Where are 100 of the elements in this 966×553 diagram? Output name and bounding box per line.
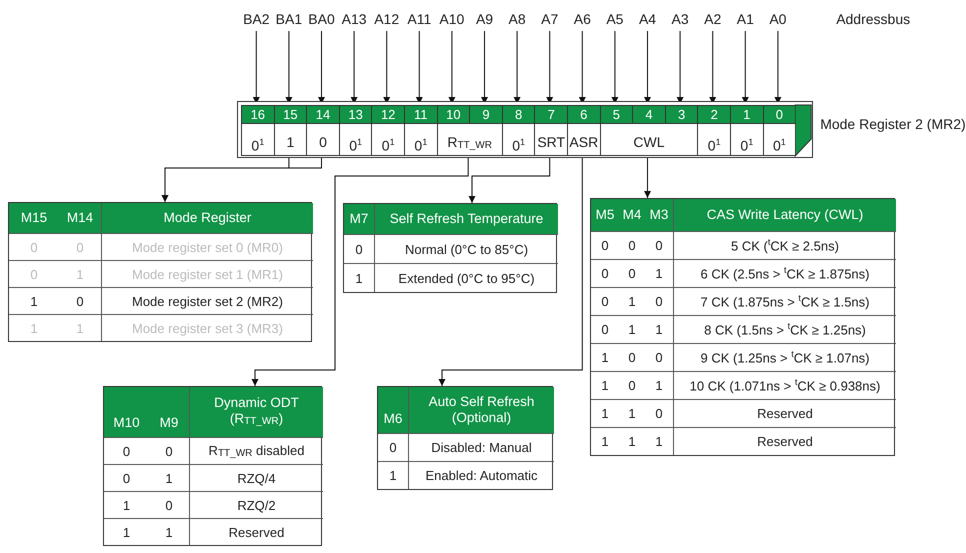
- table-cell: 1: [591, 427, 619, 455]
- table-cell: 1: [619, 427, 645, 455]
- table-cell: 0: [9, 233, 59, 260]
- bit-number-cell: 2: [697, 105, 730, 123]
- table-cell: 1: [619, 315, 645, 343]
- pin-label: A1: [729, 10, 762, 28]
- table-cell: 0: [619, 371, 645, 399]
- table-cell: 1: [104, 491, 149, 518]
- bit-number-cell: 5: [600, 105, 632, 123]
- table-cell: Disabled: Manual: [408, 433, 554, 461]
- table-cell: 0: [149, 437, 189, 464]
- table-header: M15: [9, 203, 59, 233]
- register-field-cell: 0$^{1}$: [502, 123, 534, 156]
- table-cell: 0: [104, 437, 149, 464]
- register-field-cell: 0$^{1}$: [730, 123, 763, 156]
- table-header: Self Refresh Temperature: [374, 204, 558, 234]
- table-cell: 10 CK (1.071ns > $^{t}$CK ≥ 0.938ns): [673, 371, 896, 399]
- register-table: [377, 386, 553, 490]
- table-cell: 0: [591, 287, 619, 315]
- table-cell: 1: [619, 287, 645, 315]
- table-cell: 1: [645, 315, 673, 343]
- table-header: Mode Register: [101, 203, 313, 233]
- table-cell: 0: [619, 259, 645, 287]
- table-cell: 0: [9, 260, 59, 287]
- table-cell: 1: [645, 259, 673, 287]
- table-cell: 8 CK (1.5ns > $^{t}$CK ≥ 1.25ns): [673, 315, 896, 343]
- register-field-cell: 0: [306, 123, 339, 156]
- table-cell: 1: [645, 371, 673, 399]
- table-cell: 0: [645, 343, 673, 371]
- table-cell: 0: [645, 399, 673, 427]
- pin-label: A10: [436, 10, 468, 28]
- register-table: [103, 386, 322, 546]
- bit-number-cell: 11: [404, 105, 437, 123]
- register-field-cell: 0$^{1}$: [241, 123, 274, 156]
- register-field-cell: 0$^{1}$: [404, 123, 437, 156]
- table-cell: 0: [591, 259, 619, 287]
- table-cell: 0: [619, 231, 645, 259]
- register-field-cell: SRT: [534, 123, 567, 156]
- table-header: M9: [149, 387, 189, 437]
- bit-number-cell: 15: [274, 105, 306, 123]
- table-cell: Reserved: [673, 399, 896, 427]
- table-cell: Reserved: [189, 518, 323, 545]
- table-cell: Mode register set 1 (MR1): [101, 260, 313, 287]
- table-cell: 0: [591, 315, 619, 343]
- table-cell: Extended (0°C to 95°C): [374, 263, 558, 292]
- table-cell: RZQ/4: [189, 464, 323, 491]
- bit-number-cell: 1: [730, 105, 763, 123]
- pin-label: A0: [762, 10, 794, 28]
- table-header: M3: [645, 199, 673, 231]
- register-field-cell: 1: [274, 123, 306, 156]
- bit-number-cell: 4: [632, 105, 665, 123]
- register-table: [8, 202, 312, 342]
- table-cell: 0: [645, 231, 673, 259]
- table-cell: Enabled: Automatic: [408, 461, 554, 489]
- table-header: Dynamic ODT (R$_{TT_WR}$): [189, 387, 323, 437]
- table-cell: 1: [9, 314, 59, 341]
- table-cell: 0: [59, 287, 101, 314]
- register-table: [343, 203, 557, 293]
- pin-label: A8: [501, 10, 534, 28]
- table-header: M14: [59, 203, 101, 233]
- table-cell: 0: [378, 433, 408, 461]
- table-cell: R$_{TT_WR}$ disabled: [189, 437, 323, 464]
- table-cell: 1: [149, 518, 189, 545]
- table-cell: 0: [149, 491, 189, 518]
- table-cell: 1: [104, 518, 149, 545]
- bit-number-cell: 16: [241, 105, 274, 123]
- table-header: M7: [344, 204, 374, 234]
- register-field-cell: CWL: [600, 123, 698, 156]
- table-cell: 0: [645, 287, 673, 315]
- pin-label: BA2: [240, 10, 272, 28]
- pin-label: A9: [468, 10, 500, 28]
- table-cell: 1: [149, 464, 189, 491]
- table-cell: 1: [59, 314, 101, 341]
- bit-number-cell: 10: [436, 105, 470, 123]
- bit-number-cell: 6: [567, 105, 600, 123]
- table-header: M5: [591, 199, 619, 231]
- register-field-cell: 0$^{1}$: [762, 123, 796, 156]
- table-cell: 1: [619, 399, 645, 427]
- bit-number-cell: 8: [502, 105, 534, 123]
- pin-label: A3: [664, 10, 696, 28]
- register-field-cell: ASR: [567, 123, 600, 156]
- pin-label: A12: [370, 10, 403, 28]
- table-cell: 0: [344, 234, 374, 263]
- register-field-cell: R$_{TT_WR}$: [436, 123, 502, 156]
- bit-number-cell: 12: [371, 105, 404, 123]
- pin-label: A5: [598, 10, 631, 28]
- bit-number-cell: 0: [762, 105, 796, 123]
- register-field-cell: 0$^{1}$: [338, 123, 372, 156]
- table-cell: 1: [344, 263, 374, 292]
- bit-number-cell: 7: [534, 105, 567, 123]
- table-cell: 1: [591, 371, 619, 399]
- table-header: M10: [104, 387, 149, 437]
- table-cell: 9 CK (1.25ns > $^{t}$CK ≥ 1.07ns): [673, 343, 896, 371]
- bit-number-cell: 13: [338, 105, 372, 123]
- register-field-cell: 0$^{1}$: [371, 123, 404, 156]
- table-cell: 1: [59, 260, 101, 287]
- table-header: Auto Self Refresh (Optional): [408, 387, 554, 433]
- register-caption: Mode Register 2 (MR2): [820, 116, 966, 132]
- table-cell: 1: [645, 427, 673, 455]
- table-cell: 0: [591, 231, 619, 259]
